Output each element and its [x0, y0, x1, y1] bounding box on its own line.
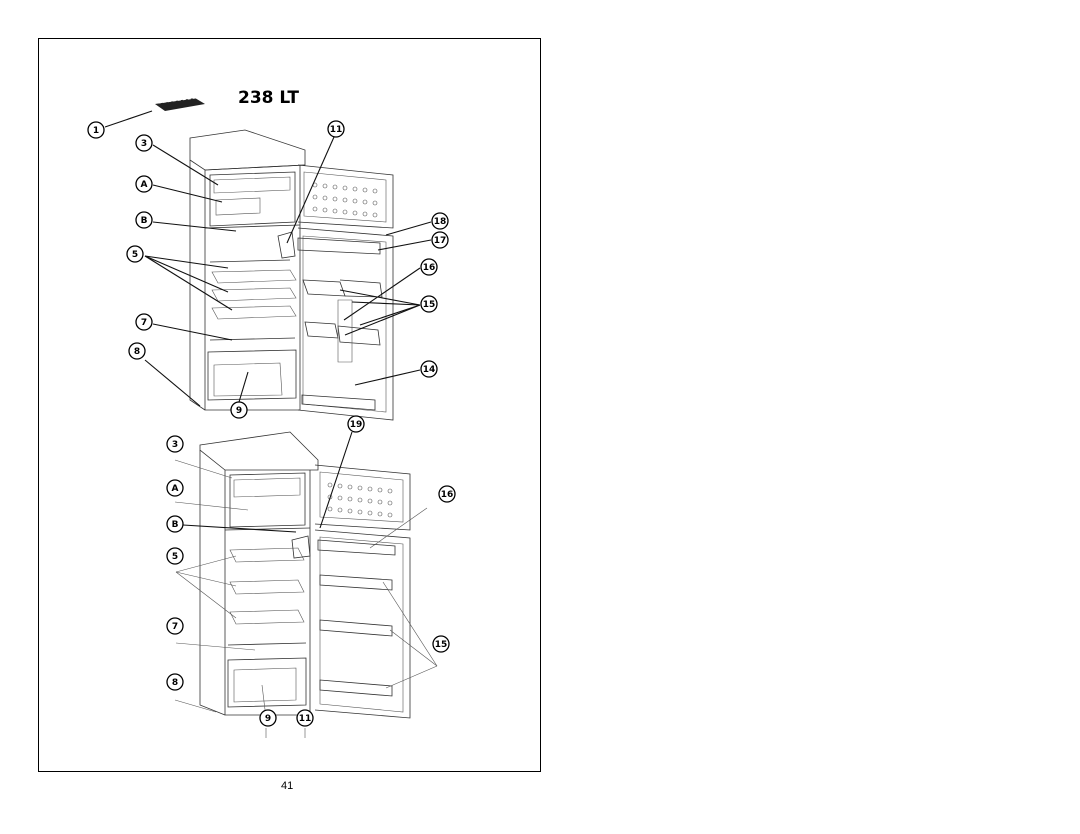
callout-15: 15 — [420, 295, 438, 313]
leader-lines — [104, 110, 438, 738]
callout-5: 5 — [126, 245, 144, 263]
callout-7-bottom: 7 — [166, 617, 184, 635]
callout-5-bottom: 5 — [166, 547, 184, 565]
svg-text:9: 9 — [265, 714, 271, 724]
callout-a-bottom: A — [166, 479, 184, 497]
callout-16-bottom: 16 — [438, 485, 456, 503]
svg-text:18: 18 — [434, 217, 447, 227]
callout-18: 18 — [431, 212, 449, 230]
svg-text:A: A — [141, 180, 148, 190]
svg-text:19: 19 — [350, 420, 363, 430]
top-fridge-drawing — [155, 97, 394, 421]
callout-14: 14 — [420, 360, 438, 378]
svg-text:17: 17 — [434, 236, 447, 246]
callout-15-bottom: 15 — [432, 635, 450, 653]
callout-11-bottom: 11 — [296, 709, 314, 727]
svg-text:8: 8 — [172, 678, 178, 688]
callout-3: 3 — [135, 134, 153, 152]
page-number: 41 — [281, 780, 294, 792]
callout-17: 17 — [431, 231, 449, 249]
callout-16: 16 — [420, 258, 438, 276]
callout-11: 11 — [327, 120, 345, 138]
callout-3-bottom: 3 — [166, 435, 184, 453]
callout-1: 1 — [87, 121, 105, 139]
svg-text:14: 14 — [423, 365, 436, 375]
svg-text:5: 5 — [132, 250, 138, 260]
svg-text:11: 11 — [330, 125, 343, 135]
svg-text:16: 16 — [423, 263, 436, 273]
bottom-fridge-drawing — [199, 431, 411, 719]
svg-text:B: B — [141, 216, 148, 226]
svg-text:9: 9 — [236, 406, 242, 416]
callout-b-bottom: B — [166, 515, 184, 533]
svg-text:B: B — [172, 520, 179, 530]
callout-9: 9 — [230, 401, 248, 419]
callouts-top: 1 3 A B 5 7 8 9 11 18 17 16 15 14 19 — [87, 120, 449, 433]
callout-8-bottom: 8 — [166, 673, 184, 691]
svg-text:15: 15 — [435, 640, 448, 650]
callout-8: 8 — [128, 342, 146, 360]
svg-text:8: 8 — [134, 347, 140, 357]
callout-b: B — [135, 211, 153, 229]
svg-text:7: 7 — [141, 318, 147, 328]
svg-text:3: 3 — [141, 139, 147, 149]
svg-text:1: 1 — [93, 126, 99, 136]
svg-text:15: 15 — [423, 300, 436, 310]
model-title: 238 LT — [238, 88, 300, 108]
svg-text:3: 3 — [172, 440, 178, 450]
page-frame — [38, 38, 541, 772]
callout-19: 19 — [347, 415, 365, 433]
callouts-bottom: 3 A B 5 7 8 9 11 16 15 — [166, 435, 456, 727]
ice-tray-drawing — [155, 97, 205, 111]
svg-text:16: 16 — [441, 490, 454, 500]
svg-text:11: 11 — [299, 714, 312, 724]
svg-text:5: 5 — [172, 552, 178, 562]
callout-7: 7 — [135, 313, 153, 331]
callout-a: A — [135, 175, 153, 193]
callout-9-bottom: 9 — [259, 709, 277, 727]
svg-text:A: A — [172, 484, 179, 494]
svg-text:7: 7 — [172, 622, 178, 632]
